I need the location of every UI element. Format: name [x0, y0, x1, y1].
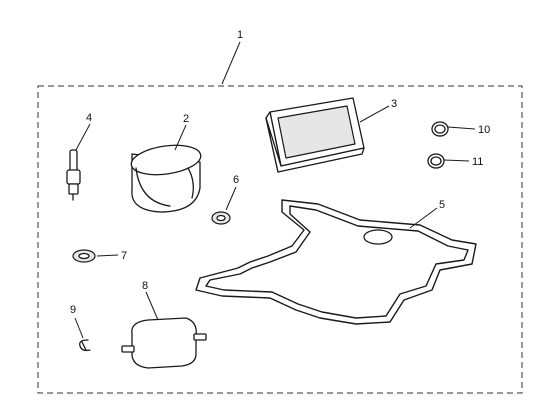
callout-8: 8: [142, 280, 148, 292]
callout-1[interactable]: 1: [221, 29, 243, 85]
callout-11: 11: [472, 156, 483, 168]
callout-3: 3: [391, 98, 397, 110]
air-filter-element[interactable]: 3: [265, 97, 397, 173]
sealing-washer[interactable]: 7: [72, 249, 127, 263]
callout-9: 9: [70, 304, 76, 316]
hose-clip[interactable]: 9: [70, 304, 91, 352]
callout-4: 4: [86, 112, 92, 124]
callout-7: 7: [121, 250, 127, 262]
drain-plug-washer[interactable]: 6: [211, 174, 239, 225]
callout-5: 5: [439, 199, 445, 211]
callout-2: 2: [183, 113, 189, 125]
rocker-cover-gasket[interactable]: 5: [195, 199, 477, 325]
kit-boundary: [37, 85, 523, 394]
spark-plug[interactable]: 4: [66, 112, 92, 201]
callout-10: 10: [478, 124, 490, 136]
o-ring-11[interactable]: 11: [427, 153, 483, 169]
o-ring-10[interactable]: 10: [431, 121, 490, 137]
svg-text:1: 1: [237, 29, 243, 41]
fuel-filter[interactable]: 8: [121, 280, 207, 369]
oil-filter[interactable]: 2: [129, 113, 202, 213]
callout-6: 6: [233, 174, 239, 186]
